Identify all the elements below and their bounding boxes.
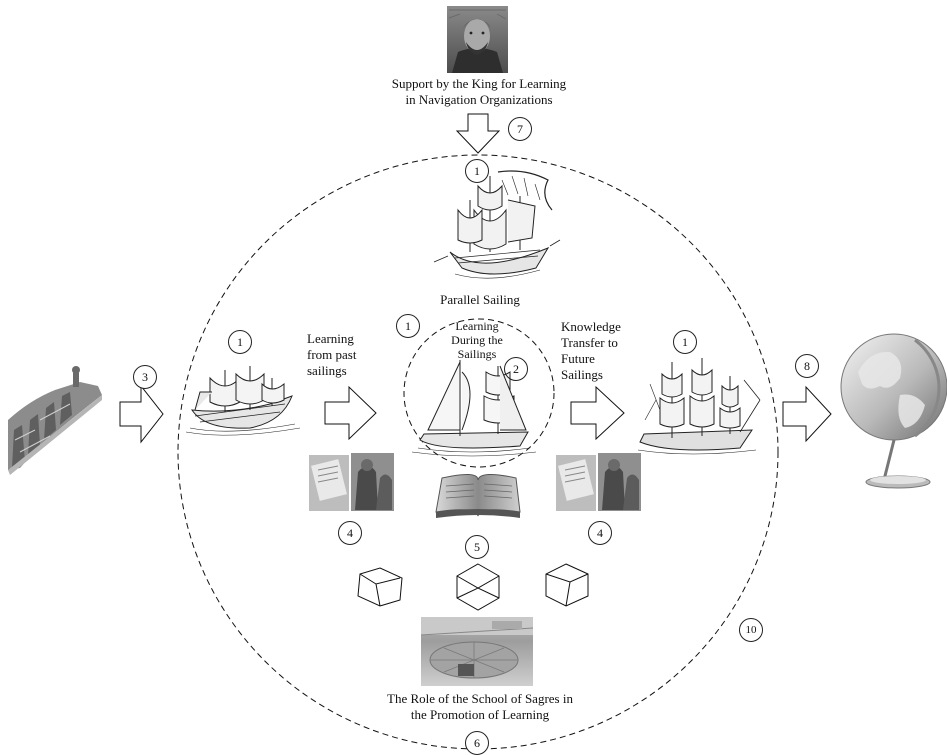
sagres-role-line2: the Promotion of Learning	[410, 707, 550, 722]
badge-1-top: 1	[465, 159, 489, 183]
sagres-role-label: The Role of the School of Sagres in the …	[330, 691, 630, 723]
sagres-role-line1: The Role of the School of Sagres in	[387, 691, 573, 706]
arrow-right-icon	[119, 384, 164, 444]
learning-boundary-circle	[177, 154, 779, 750]
badge-1-left-ship: 1	[228, 330, 252, 354]
cube-icon	[456, 563, 500, 611]
sailing-inner-circle	[403, 318, 555, 468]
learning-from-past-line3: sailings	[307, 363, 347, 378]
open-book-icon	[435, 474, 521, 518]
cube-icon	[545, 563, 589, 607]
badge-4-right: 4	[588, 521, 612, 545]
badge-5: 5	[465, 535, 489, 559]
knowledge-transfer-line4: Sailings	[561, 367, 603, 382]
badge-7: 7	[508, 117, 532, 141]
learning-during-line2: During the	[451, 333, 503, 347]
learning-from-past-line1: Learning	[307, 331, 354, 346]
globe-icon	[840, 333, 947, 489]
scholars-study-icon	[556, 453, 641, 511]
learning-during-line3: Sailings	[457, 347, 497, 361]
wind-rose-photo-icon	[420, 617, 534, 686]
arrow-right-icon	[324, 385, 377, 441]
arrow-right-icon	[570, 385, 625, 441]
cube-icon	[357, 567, 403, 607]
knowledge-transfer-label: Knowledge Transfer to Future Sailings	[561, 319, 661, 383]
monument-icon	[8, 366, 102, 475]
king-support-label: Support by the King for Learning in Navi…	[334, 76, 624, 108]
king-support-line2: in Navigation Organizations	[405, 92, 553, 107]
learning-from-past-label: Learning from past sailings	[307, 331, 397, 379]
brig-ship-icon	[411, 360, 537, 457]
caravel-ship-icon	[433, 170, 561, 279]
badge-10: 10	[739, 618, 763, 642]
arrow-right-icon	[782, 385, 832, 443]
knowledge-transfer-line1: Knowledge	[561, 319, 621, 334]
badge-6: 6	[465, 731, 489, 755]
parallel-sailing-label: Parallel Sailing	[440, 292, 520, 307]
arrow-down-icon	[455, 113, 501, 154]
king-portrait-icon	[447, 6, 508, 73]
badge-4-left: 4	[338, 521, 362, 545]
badge-2: 2	[504, 357, 528, 381]
knowledge-transfer-line3: Future	[561, 351, 595, 366]
learning-during-line1: Learning	[455, 319, 499, 333]
badge-3: 3	[133, 365, 157, 389]
scholars-study-icon	[309, 453, 394, 511]
badge-1-center-left: 1	[396, 314, 420, 338]
badge-1-right-ship: 1	[673, 330, 697, 354]
learning-from-past-line2: from past	[307, 347, 357, 362]
learning-during-label: Learning During the Sailings	[427, 319, 527, 361]
badge-8: 8	[795, 354, 819, 378]
knowledge-transfer-line2: Transfer to	[561, 335, 618, 350]
king-support-line1: Support by the King for Learning	[391, 76, 567, 91]
galleon-ship-icon	[185, 366, 301, 436]
frigate-ship-icon	[637, 358, 761, 455]
